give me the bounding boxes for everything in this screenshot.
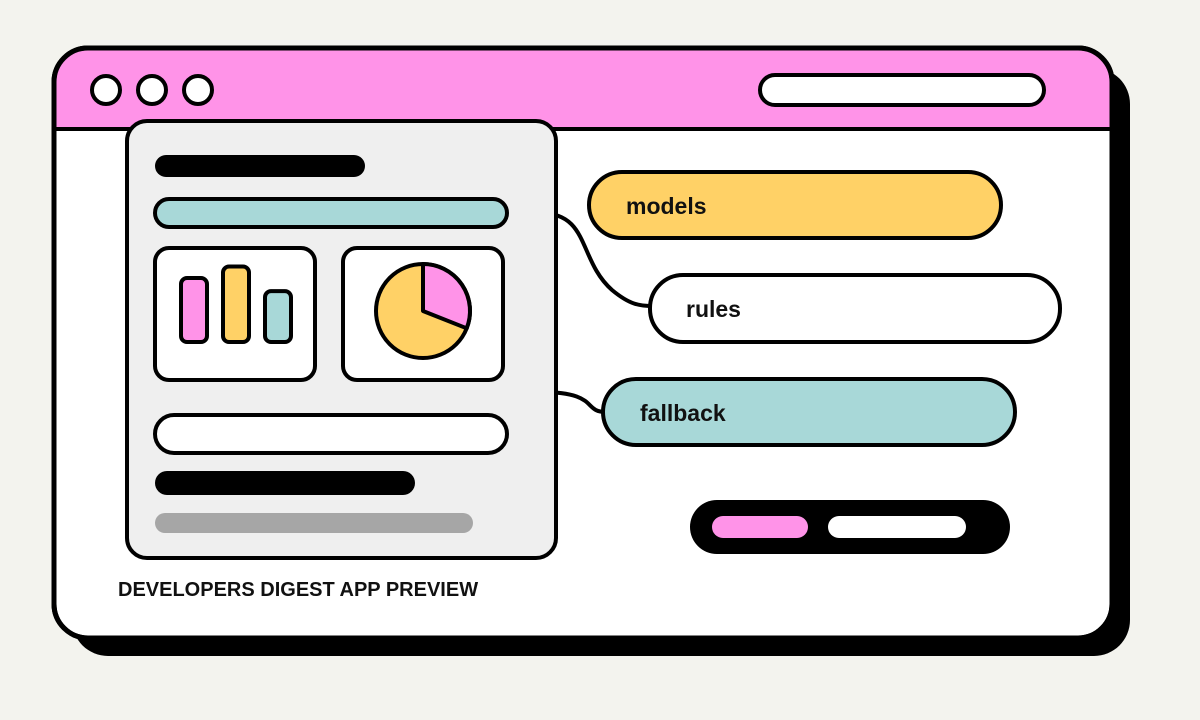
placeholder-text-line <box>155 471 415 495</box>
window-dot-icon[interactable] <box>182 74 214 106</box>
pill-rules-label: rules <box>686 296 741 322</box>
placeholder-field <box>153 413 509 455</box>
pill-rules[interactable]: rules <box>648 273 1062 344</box>
pill-rules-shape[interactable] <box>648 273 1062 344</box>
address-bar[interactable] <box>758 73 1046 107</box>
pill-fallback-shape[interactable] <box>601 377 1017 447</box>
window-titlebar <box>56 50 1110 129</box>
window-dot-icon[interactable] <box>90 74 122 106</box>
bar-icon-bar <box>263 289 293 345</box>
bar-icon-bar <box>221 264 251 344</box>
pill-fallback-label: fallback <box>640 400 726 426</box>
connector-line <box>538 211 655 308</box>
pill-models[interactable]: models <box>587 170 1003 240</box>
window-dot-icon[interactable] <box>136 74 168 106</box>
pill-models-label: models <box>626 193 707 219</box>
bar-chart-icon <box>179 264 293 345</box>
placeholder-heading <box>155 155 365 177</box>
pill-models-shape[interactable] <box>587 170 1003 240</box>
toggle-option[interactable] <box>828 516 966 538</box>
placeholder-input <box>153 197 509 229</box>
bar-icon-bar <box>179 276 209 345</box>
pie-chart-icon <box>374 262 472 360</box>
pie-icon-slice <box>421 262 472 331</box>
pill-fallback[interactable]: fallback <box>601 377 1017 447</box>
preview-caption: DEVELOPERS DIGEST APP PREVIEW <box>118 579 478 601</box>
toggle-option-active[interactable] <box>712 516 808 538</box>
window-outline <box>51 45 1115 641</box>
toggle-bar[interactable] <box>690 500 1010 554</box>
app-preview-panel <box>125 119 558 560</box>
placeholder-subtext-line <box>155 513 473 533</box>
